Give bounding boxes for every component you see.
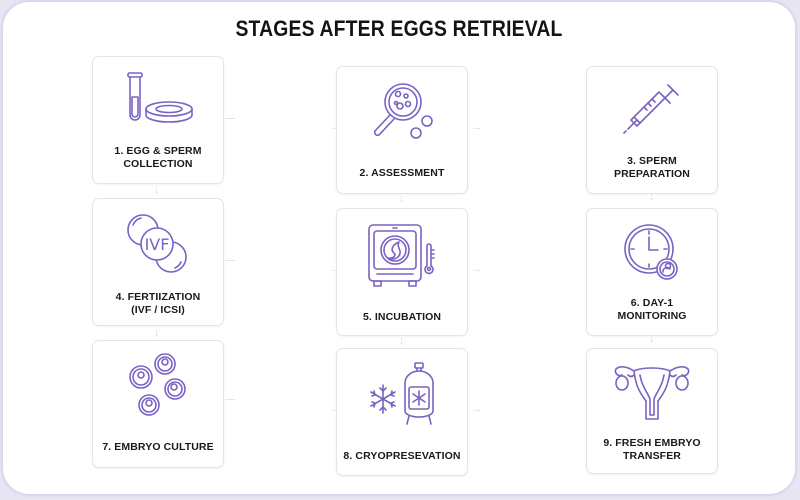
arrow-down-icon: ↓ — [154, 184, 160, 196]
arrow-right-icon: → — [471, 403, 482, 415]
stage-label-line2: COLLECTION — [123, 158, 193, 170]
arrow-down-icon: ↓ — [649, 333, 655, 345]
stage-label: 4. FERTIIZATION (IVF / ICSI) — [93, 291, 223, 317]
stage-label-line2: (IVF / ICSI) — [131, 304, 185, 316]
stage-label-line1: 6. DAY-1 — [630, 297, 674, 309]
stage-card-3: 3. SPERM PREPARATION — [586, 66, 718, 194]
stage-label-line2: PREPARATION — [614, 168, 690, 180]
arrow-right-icon: → — [329, 403, 340, 415]
stage-card-6: 6. DAY-1 MONITORING — [586, 208, 718, 336]
stage-card-5: 5. INCUBATION — [336, 208, 468, 336]
connector — [225, 399, 235, 400]
stage-label-line2: MONITORING — [617, 310, 687, 322]
uterus-icon — [614, 366, 690, 420]
stage-label-line1: 1. EGG & SPERM — [114, 145, 202, 157]
test-tube-petri-dish-icon — [127, 72, 193, 123]
stage-label: 2. ASSESSMENT — [337, 167, 467, 180]
diagram-title: STAGES AFTER EGGS RETRIEVAL — [235, 16, 563, 41]
stage-card-1: 1. EGG & SPERM COLLECTION — [92, 56, 224, 184]
arrow-right-icon: → — [329, 121, 340, 133]
stage-label-line1: 2. ASSESSMENT — [359, 167, 445, 179]
snowflake-tank-icon — [370, 362, 434, 425]
stage-label-line2: TRANSFER — [623, 450, 681, 462]
stage-card-9: 9. FRESH EMBRYO TRANSFER — [586, 348, 718, 474]
ivf-circles-icon: IVF — [127, 214, 187, 273]
connector — [225, 260, 235, 261]
embryo-cells-icon — [129, 353, 186, 416]
diagram-frame: STAGES AFTER EGGS RETRIEVAL → → → → → → … — [3, 2, 795, 494]
stage-label: 3. SPERM PREPARATION — [587, 155, 717, 181]
stage-label: 9. FRESH EMBRYO TRANSFER — [587, 437, 717, 463]
stage-label-line1: 4. FERTIIZATION — [115, 291, 201, 303]
stage-label-line1: 3. SPERM — [627, 155, 677, 167]
arrow-right-icon: → — [471, 263, 482, 275]
stage-label: 7. EMBRYO CULTURE — [93, 441, 223, 454]
arrow-down-icon: ↓ — [399, 193, 405, 205]
clock-cell-icon — [624, 224, 678, 280]
stage-label: 8. CRYOPRESEVATION — [337, 450, 467, 463]
arrow-down-icon: ↓ — [154, 327, 160, 339]
arrow-down-icon: ↓ — [399, 335, 405, 347]
stage-label-line1: 9. FRESH EMBRYO — [603, 437, 701, 449]
arrow-down-icon: ↓ — [649, 191, 655, 203]
stage-card-8: 8. CRYOPRESEVATION — [336, 348, 468, 476]
arrow-right-icon: → — [329, 263, 340, 275]
stage-label: 5. INCUBATION — [337, 311, 467, 324]
stage-card-4: IVF 4. FERTIIZATION (IVF / ICSI) — [92, 198, 224, 326]
svg-text:IVF: IVF — [145, 235, 170, 254]
stage-label-line1: 5. INCUBATION — [362, 311, 442, 323]
stage-label: 6. DAY-1 MONITORING — [587, 297, 717, 323]
connector — [225, 118, 235, 119]
stage-label-line1: 8. CRYOPRESEVATION — [343, 450, 461, 462]
stage-card-7: 7. EMBRYO CULTURE — [92, 340, 224, 468]
incubator-thermometer-icon — [368, 224, 435, 287]
magnifier-cells-icon — [373, 83, 433, 139]
stage-label-line1: 7. EMBRYO CULTURE — [102, 441, 214, 453]
syringe-icon — [623, 84, 679, 134]
stage-label: 1. EGG & SPERM COLLECTION — [93, 145, 223, 171]
stage-card-2: 2. ASSESSMENT — [336, 66, 468, 194]
arrow-right-icon: → — [471, 121, 482, 133]
